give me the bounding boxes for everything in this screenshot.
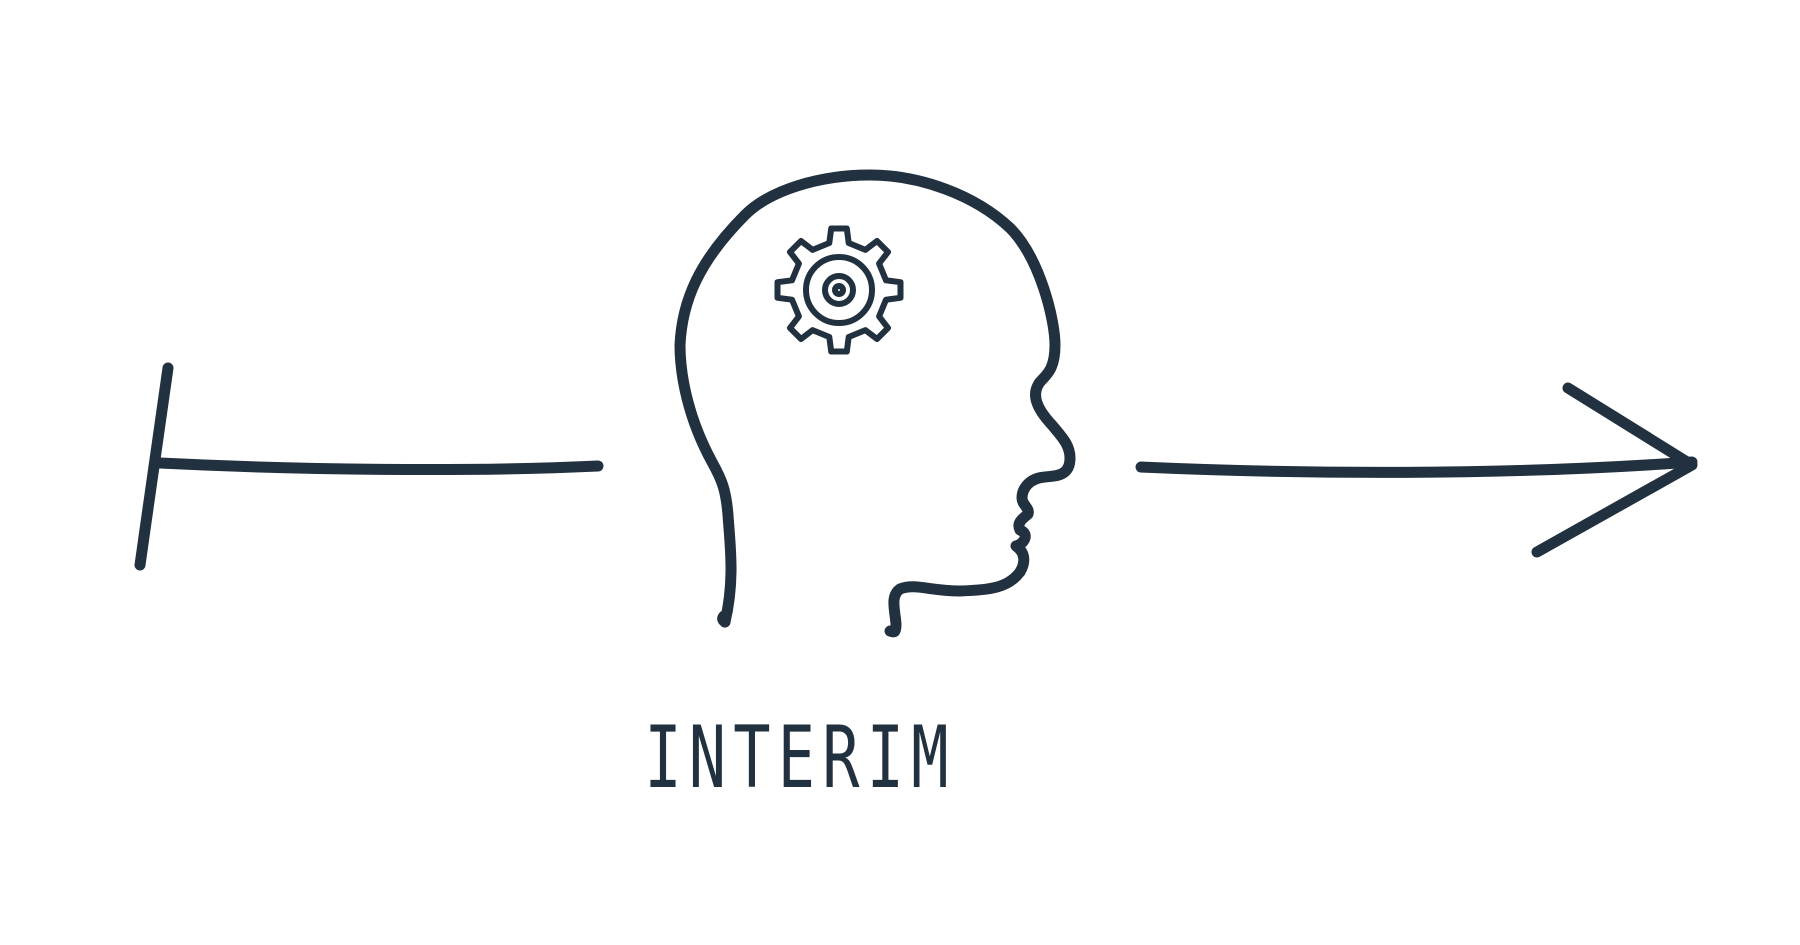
head-profile-icon <box>674 169 1076 638</box>
diagram-label: INTERIM <box>644 708 956 808</box>
bar-start-icon <box>134 362 174 571</box>
start-line <box>134 362 604 571</box>
arrow-right-icon <box>1135 382 1698 558</box>
arrow-head <box>1531 382 1698 558</box>
gear-icon <box>774 225 904 355</box>
start-line-segment <box>154 457 604 476</box>
arrow-shaft <box>1135 456 1698 478</box>
